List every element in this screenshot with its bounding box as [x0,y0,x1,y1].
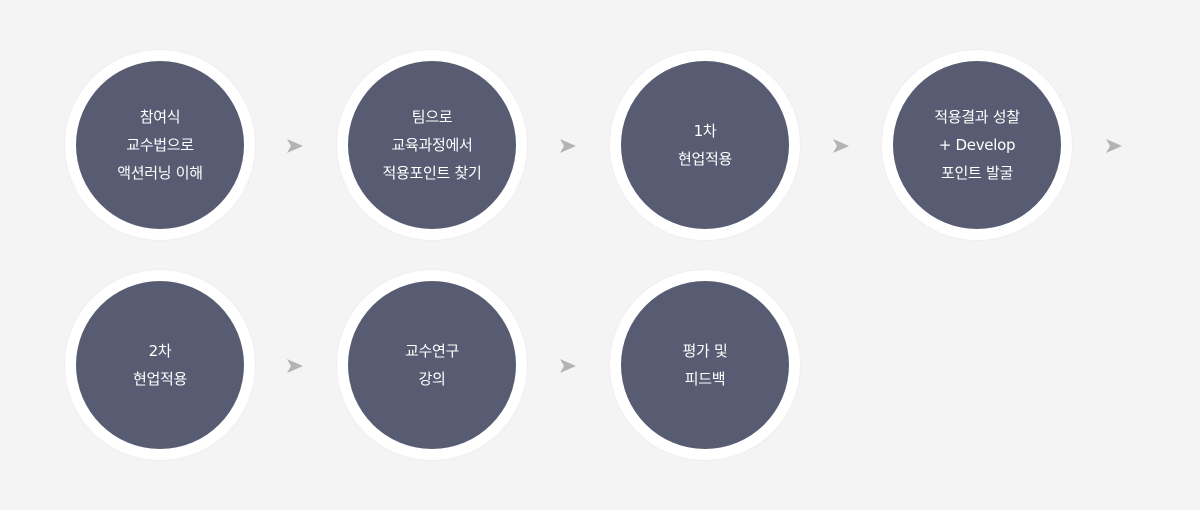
arrow-right-icon [286,137,304,155]
step-1-label-group: 참여식 교수법으로 액션러닝 이해 [76,61,244,229]
step-7-line-2: 피드백 [684,370,726,388]
arrow-right-icon [832,137,850,155]
arrow-right-icon [1105,137,1123,155]
step-3-line-2: 현업적용 [677,150,732,168]
step-2-line-1: 팀으로 [411,108,453,126]
arrow-right-icon [286,357,304,375]
step-7-label-group: 평가 및 피드백 [621,281,789,449]
step-4-line-3: 포인트 발굴 [941,164,1013,182]
step-2-line-2: 교육과정에서 [391,136,473,154]
step-5-label-group: 2차 현업적용 [76,281,244,449]
step-6-line-2: 강의 [418,370,446,388]
step-2-circle: 팀으로 교육과정에서 적용포인트 찾기 [337,50,527,240]
step-7-circle: 평가 및 피드백 [610,270,800,460]
step-4-label-group: 적용결과 성찰 + Develop 포인트 발굴 [893,61,1061,229]
step-7-line-1: 평가 및 [682,342,728,360]
step-1-line-2: 교수법으로 [126,136,194,154]
step-6-line-1: 교수연구 [404,342,459,360]
step-4-line-1: 적용결과 성찰 [934,108,1020,126]
step-1-line-3: 액션러닝 이해 [117,164,203,182]
step-1-line-1: 참여식 [139,108,181,126]
step-3-circle: 1차 현업적용 [610,50,800,240]
step-6-label-group: 교수연구 강의 [348,281,516,449]
step-3-label-group: 1차 현업적용 [621,61,789,229]
step-5-line-2: 현업적용 [132,370,187,388]
step-5-circle: 2차 현업적용 [65,270,255,460]
arrow-right-icon [559,357,577,375]
step-4-line-2: + Develop [938,136,1016,154]
step-3-line-1: 1차 [693,122,717,140]
step-2-label-group: 팀으로 교육과정에서 적용포인트 찾기 [348,61,516,229]
step-5-line-1: 2차 [148,342,172,360]
step-1-circle: 참여식 교수법으로 액션러닝 이해 [65,50,255,240]
step-4-circle: 적용결과 성찰 + Develop 포인트 발굴 [882,50,1072,240]
arrow-right-icon [559,137,577,155]
step-6-circle: 교수연구 강의 [337,270,527,460]
step-2-line-3: 적용포인트 찾기 [382,164,482,182]
